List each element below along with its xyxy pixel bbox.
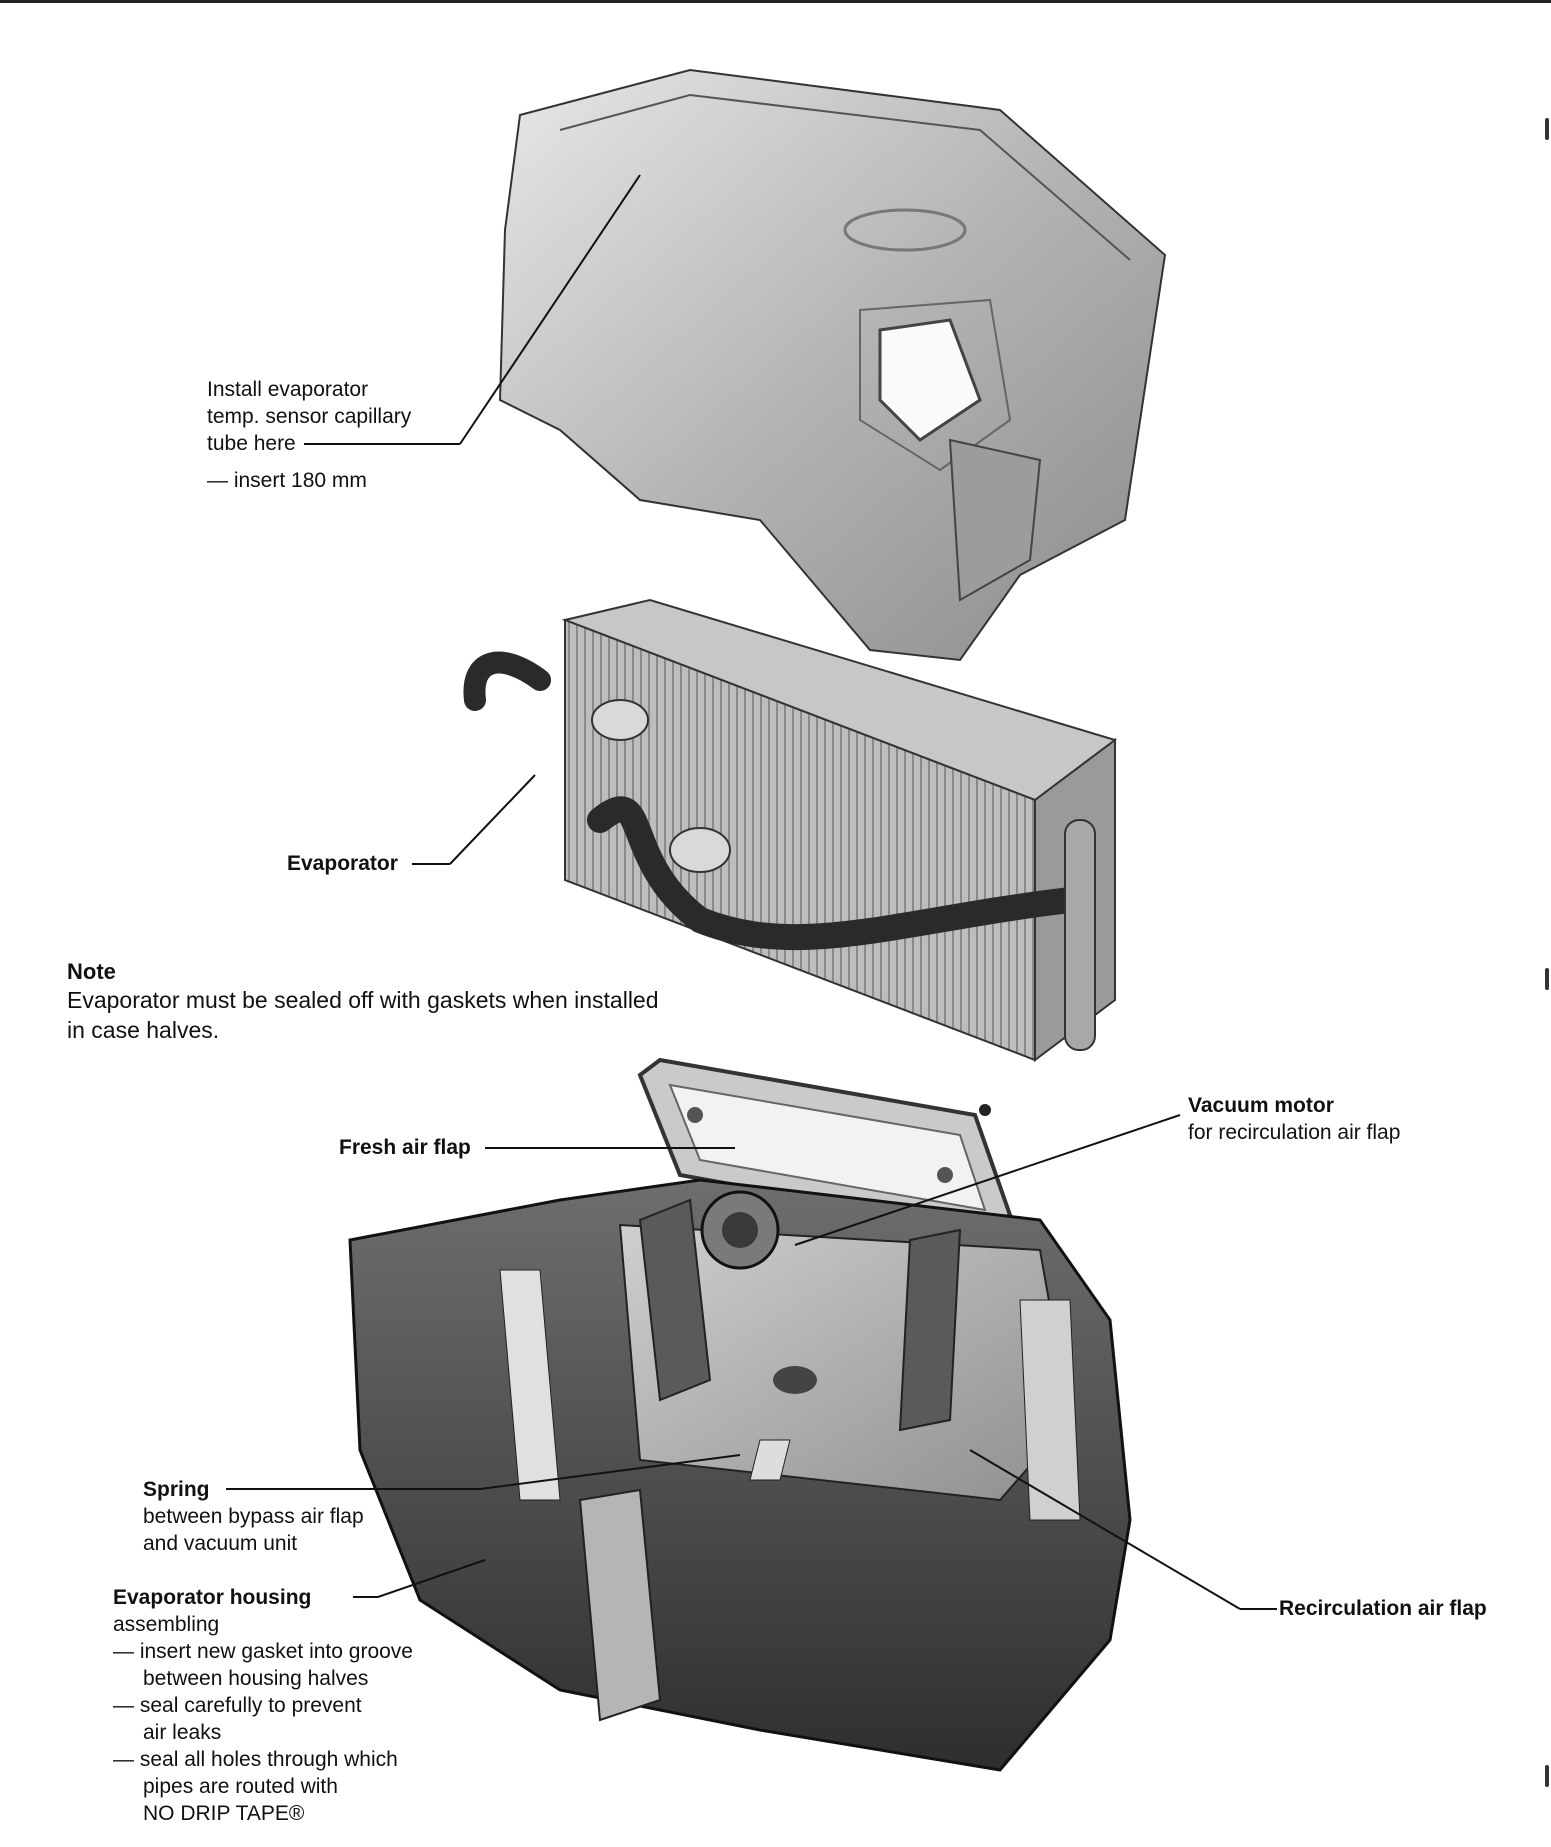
- evaporator-title: Evaporator: [287, 852, 398, 875]
- housing-item2b: air leaks: [143, 1721, 222, 1744]
- evaporator-core: [463, 598, 1118, 1062]
- housing-steps: — insert new gasket into groove between …: [113, 1638, 413, 1827]
- note-title: Note: [67, 959, 116, 984]
- spring-line1: between bypass air flap: [143, 1505, 364, 1528]
- housing-item2a: — seal carefully to prevent: [113, 1694, 362, 1717]
- label-evaporator: Evaporator: [287, 850, 398, 877]
- leader-lines: [226, 174, 1277, 1610]
- housing-line1: assembling: [113, 1613, 220, 1636]
- housing-item1a: — insert new gasket into groove: [113, 1640, 413, 1663]
- leader-recirculation-air-flap: [969, 1449, 1241, 1610]
- vacuum-motor-title: Vacuum motor: [1188, 1094, 1334, 1117]
- spring-title: Spring: [143, 1478, 210, 1501]
- top-rule: [0, 0, 1551, 3]
- housing-item1b: between housing halves: [143, 1667, 369, 1690]
- label-evaporator-housing: Evaporator housing assembling: [113, 1584, 311, 1638]
- edge-mark-top: [1545, 118, 1549, 140]
- edge-mark-bottom: [1545, 1765, 1549, 1787]
- capillary-sub: — insert 180 mm: [207, 469, 367, 492]
- recirculation-air-flap-title: Recirculation air flap: [1279, 1597, 1487, 1620]
- leader-vacuum-motor: [794, 1114, 1181, 1246]
- label-spring: Spring between bypass air flap and vacuu…: [143, 1476, 364, 1557]
- vacuum-motor-sub: for recirculation air flap: [1188, 1121, 1401, 1144]
- housing-title: Evaporator housing: [113, 1586, 312, 1609]
- evaporator-housing: [348, 1178, 1132, 1772]
- capillary-line3: tube here: [207, 432, 296, 455]
- fresh-air-flap-title: Fresh air flap: [339, 1136, 471, 1159]
- leader-evaporator: [449, 774, 536, 865]
- fresh-air-flap-frame: [637, 1057, 1013, 1233]
- capillary-line2: temp. sensor capillary: [207, 405, 412, 428]
- housing-item3c: NO DRIP TAPE®: [143, 1802, 305, 1825]
- note-body: Evaporator must be sealed off with gaske…: [67, 987, 659, 1043]
- leader-housing: [377, 1559, 486, 1598]
- label-vacuum-motor: Vacuum motor for recirculation air flap: [1188, 1092, 1400, 1146]
- label-recirculation-air-flap: Recirculation air flap: [1279, 1595, 1487, 1622]
- note-block: Note Evaporator must be sealed off with …: [67, 958, 667, 1045]
- upper-case-half: [498, 68, 1167, 662]
- housing-item3b: pipes are routed with: [143, 1775, 338, 1798]
- leader-spring: [479, 1454, 741, 1490]
- leader-capillary: [459, 174, 641, 445]
- spring-line2: and vacuum unit: [143, 1532, 298, 1555]
- housing-item3a: — seal all holes through which: [113, 1748, 398, 1771]
- capillary-line1: Install evaporator: [207, 378, 369, 401]
- label-capillary: Install evaporator temp. sensor capillar…: [207, 376, 411, 494]
- edge-mark-middle: [1545, 968, 1549, 990]
- label-fresh-air-flap: Fresh air flap: [339, 1134, 471, 1161]
